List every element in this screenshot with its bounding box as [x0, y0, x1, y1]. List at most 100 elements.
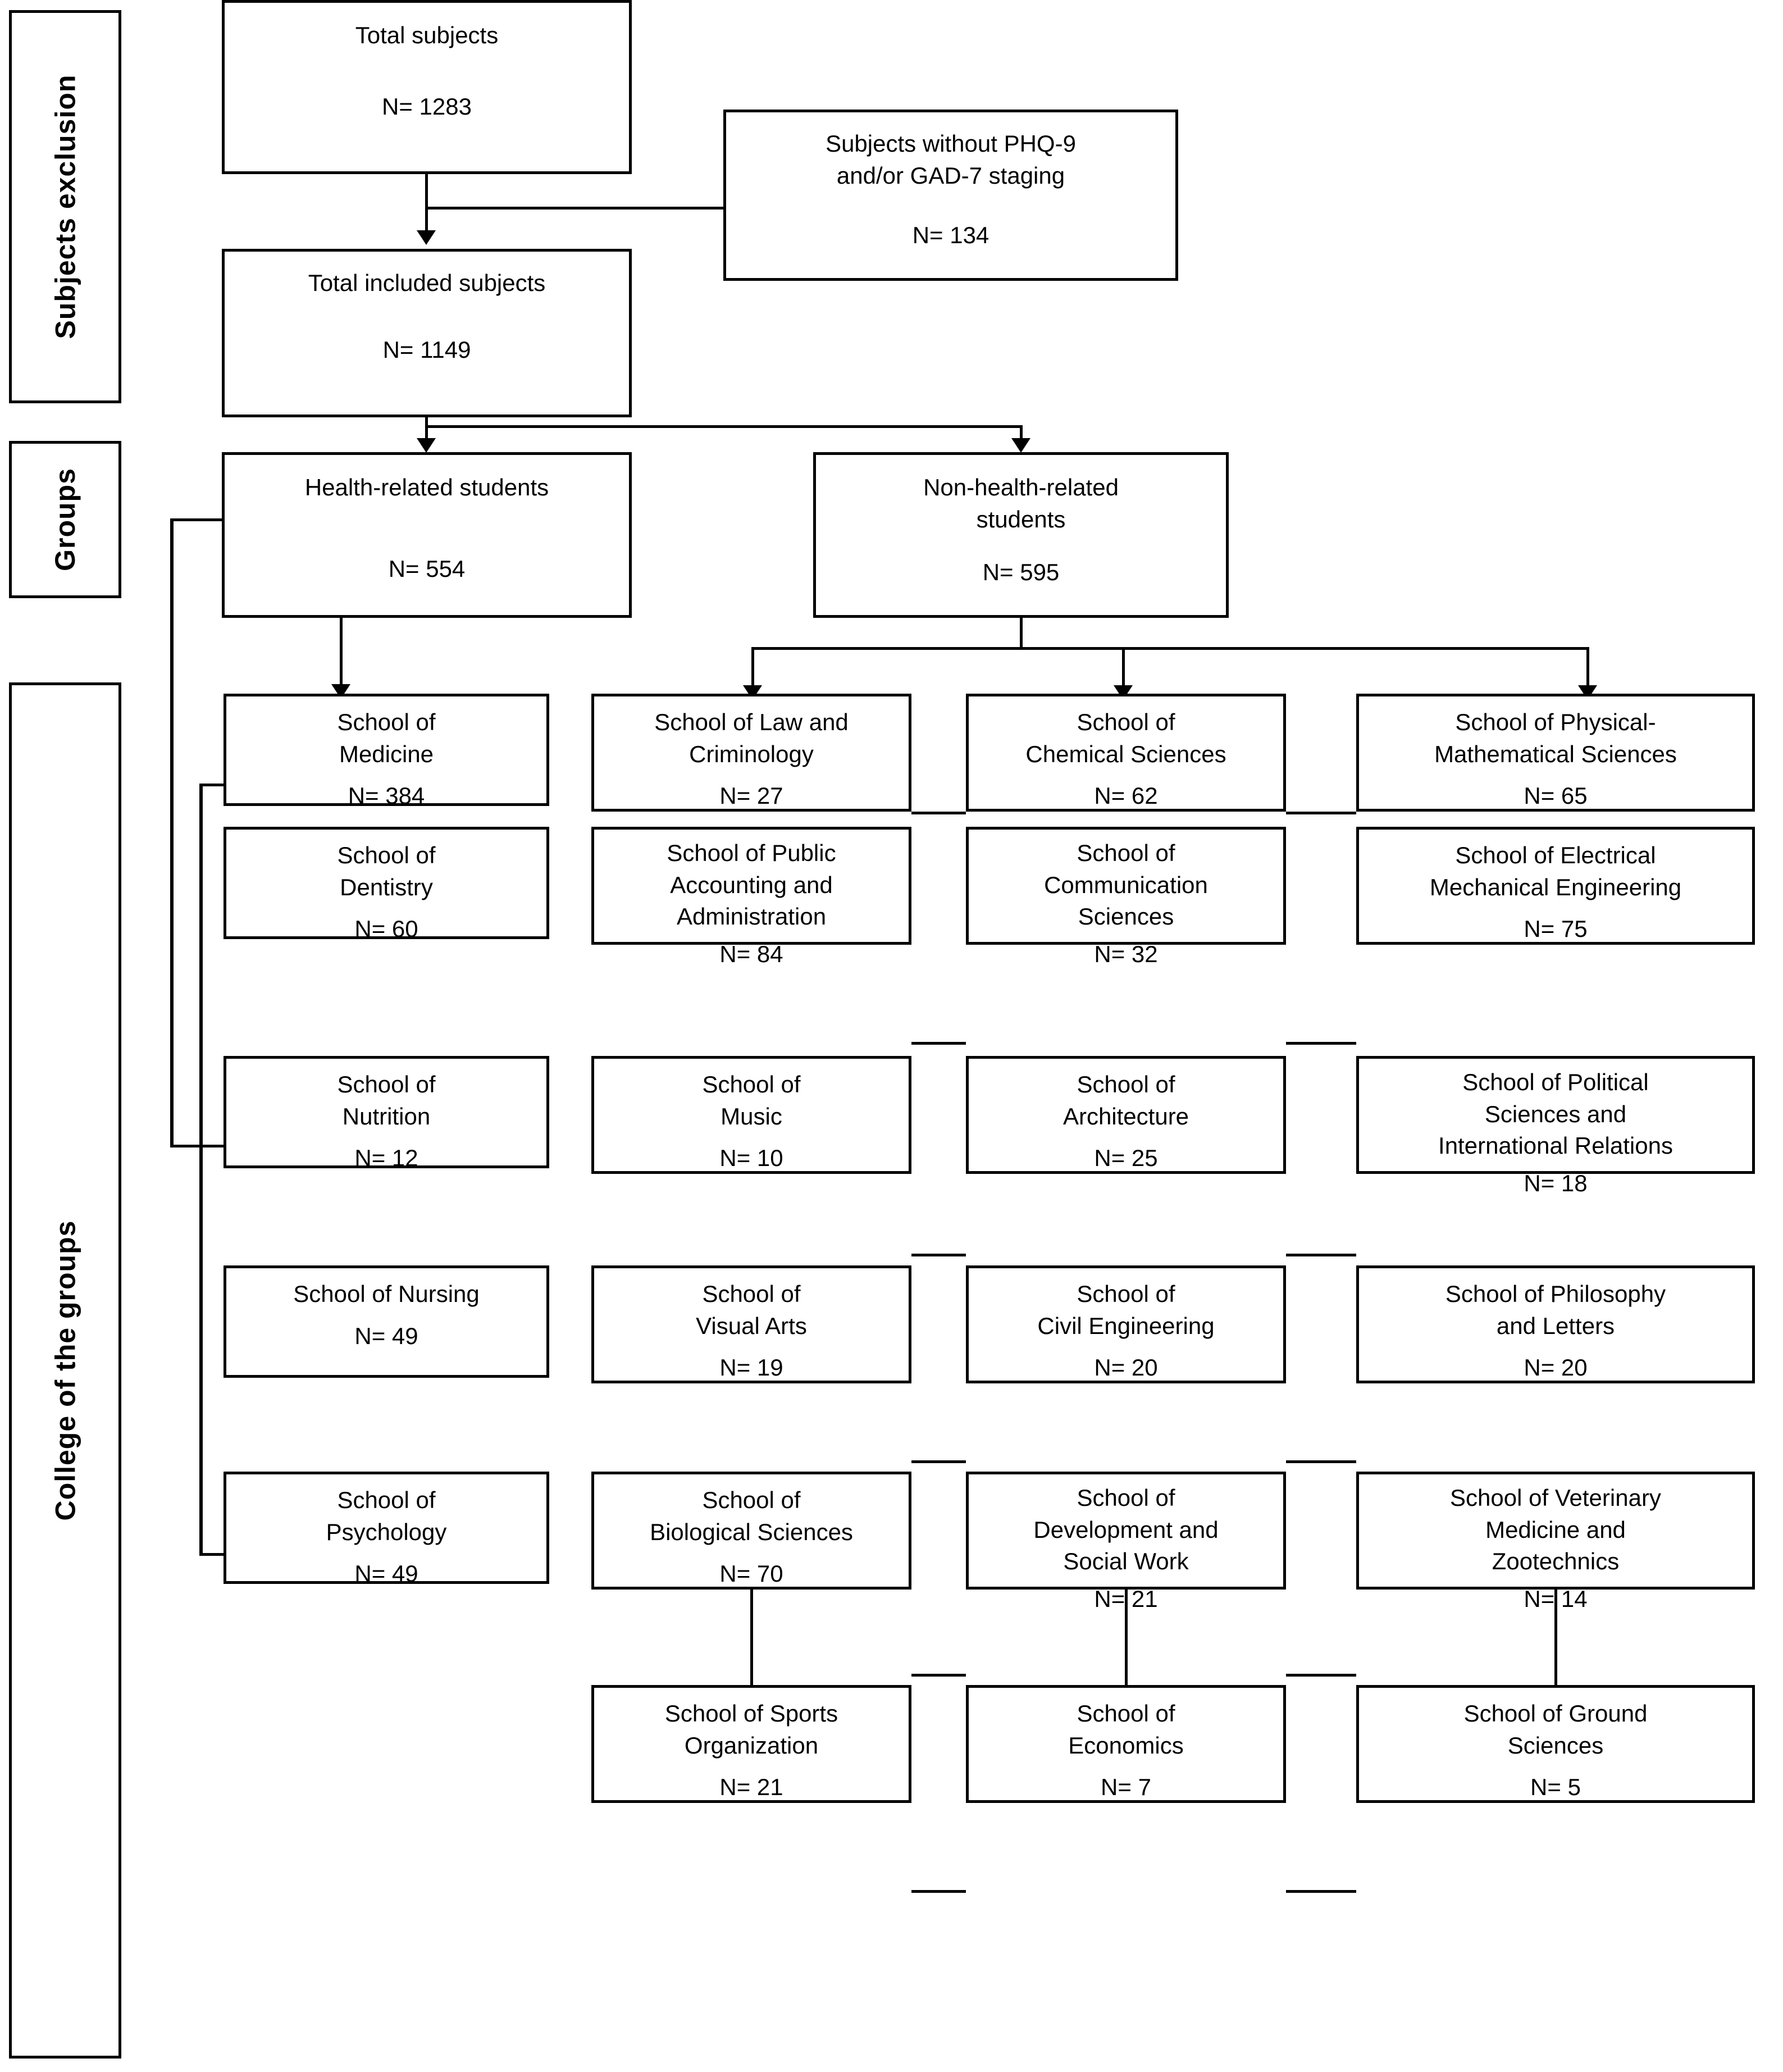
- node-count: N= 134: [912, 222, 989, 249]
- college-box-health-4: School of Psychology N= 49: [224, 1472, 549, 1587]
- college-title: School of Nursing: [293, 1281, 480, 1307]
- college-box-col3-0: School of Physical- Mathematical Science…: [1356, 694, 1755, 812]
- sidebar-label-college-of-the-groups: College of the groups: [9, 682, 121, 2059]
- connector-nonhealth-branch-1: [751, 647, 754, 692]
- arrowhead-health-group: [417, 438, 436, 453]
- college-box-col1-4: School of Biological Sciences N= 70: [591, 1472, 911, 1590]
- college-title: School of Law and Criminology: [654, 709, 849, 767]
- college-title: School of Chemical Sciences: [1025, 709, 1226, 767]
- college-box-health-2: School of Nutrition N= 12: [224, 1056, 549, 1171]
- college-count: N= 20: [1524, 1354, 1588, 1381]
- college-box-col2-1: School of Communication Sciences N= 32: [966, 827, 1286, 967]
- arrowhead-non-health-group: [1011, 438, 1030, 453]
- sidebar-label-text: College of the groups: [49, 1220, 81, 1521]
- link-vertical-col2-bottom: [1125, 1590, 1128, 1685]
- college-title: School of Psychology: [326, 1487, 447, 1545]
- sidebar-label-subjects-exclusion: Subjects exclusion: [9, 10, 121, 403]
- connector-excluded-horizontal: [425, 207, 726, 210]
- college-title: School of Philosophy and Letters: [1445, 1281, 1666, 1339]
- college-box-col3-1: School of Electrical Mechanical Engineer…: [1356, 827, 1755, 945]
- college-title: School of Development and Social Work: [1033, 1484, 1219, 1575]
- college-title: School of Nutrition: [337, 1071, 436, 1130]
- bracket-inner-bottom-stub: [199, 1553, 226, 1556]
- college-title: School of Communication Sciences: [1044, 840, 1208, 930]
- link-col1-col2-row3: [911, 1460, 966, 1463]
- college-title: School of Economics: [1068, 1700, 1184, 1759]
- connector-total-to-included: [425, 174, 428, 233]
- link-col2-col3-row2: [1286, 1254, 1356, 1256]
- link-col1-col2-row5: [911, 1890, 966, 1893]
- college-title: School of Physical- Mathematical Science…: [1434, 709, 1677, 767]
- connector-included-split-horizontal: [425, 425, 1023, 428]
- link-col2-col3-row0: [1286, 812, 1356, 814]
- college-box-col3-4: School of Veterinary Medicine and Zootec…: [1356, 1472, 1755, 1612]
- college-box-col2-0: School of Chemical Sciences N= 62: [966, 694, 1286, 812]
- sidebar-label-groups: Groups: [9, 441, 121, 598]
- college-count: N= 49: [354, 1560, 418, 1587]
- college-count: N= 70: [719, 1560, 783, 1587]
- node-count: N= 1283: [382, 93, 472, 120]
- college-count: N= 84: [719, 941, 783, 968]
- college-title: School of Medicine: [337, 709, 436, 767]
- college-title: School of Dentistry: [337, 842, 436, 900]
- node-title: Non-health-related students: [923, 474, 1119, 532]
- college-count: N= 60: [354, 916, 418, 942]
- college-count: N= 75: [1524, 916, 1588, 942]
- college-box-col2-5: School of Economics N= 7: [966, 1685, 1286, 1803]
- connector-nonhealth-branch-3: [1586, 647, 1589, 692]
- college-count: N= 19: [719, 1354, 783, 1381]
- node-excluded-subjects: Subjects without PHQ-9 and/or GAD-7 stag…: [723, 110, 1178, 281]
- college-title: School of Architecture: [1062, 1071, 1189, 1130]
- college-count: N= 20: [1094, 1354, 1158, 1381]
- arrowhead-to-included: [417, 230, 436, 245]
- college-title: School of Sports Organization: [664, 1700, 838, 1759]
- link-col2-col3-row4: [1286, 1674, 1356, 1677]
- node-count: N= 595: [982, 559, 1060, 586]
- college-box-health-1: School of Dentistry N= 60: [224, 827, 549, 942]
- node-non-health-related-students: Non-health-related students N= 595: [813, 452, 1229, 618]
- link-col1-col2-row2: [911, 1254, 966, 1256]
- college-count: N= 12: [354, 1145, 418, 1172]
- college-count: N= 7: [1101, 1774, 1151, 1801]
- college-title: School of Music: [702, 1071, 801, 1130]
- link-col1-col2-row1: [911, 1042, 966, 1045]
- college-box-col3-5: School of Ground Sciences N= 5: [1356, 1685, 1755, 1803]
- node-title: Total included subjects: [308, 270, 546, 296]
- node-health-related-students: Health-related students N= 554: [222, 452, 632, 618]
- college-title: School of Electrical Mechanical Engineer…: [1429, 842, 1682, 900]
- node-title: Total subjects: [355, 22, 499, 48]
- college-box-health-0: School of Medicine N= 384: [224, 694, 549, 809]
- college-count: N= 65: [1524, 782, 1588, 809]
- college-count: N= 10: [719, 1145, 783, 1172]
- college-title: School of Ground Sciences: [1463, 1700, 1648, 1759]
- college-count: N= 49: [354, 1322, 418, 1349]
- college-count: N= 62: [1094, 782, 1158, 809]
- college-title: School of Biological Sciences: [650, 1487, 853, 1545]
- college-box-col1-0: School of Law and Criminology N= 27: [591, 694, 911, 812]
- college-box-col1-3: School of Visual Arts N= 19: [591, 1265, 911, 1383]
- link-vertical-col1-bottom: [750, 1590, 753, 1685]
- node-total-included-subjects: Total included subjects N= 1149: [222, 249, 632, 417]
- college-title: School of Political Sciences and Interna…: [1438, 1069, 1673, 1159]
- sidebar-label-text: Groups: [49, 468, 81, 571]
- college-title: School of Veterinary Medicine and Zootec…: [1450, 1484, 1661, 1575]
- link-col2-col3-row3: [1286, 1460, 1356, 1463]
- link-vertical-col3-bottom: [1554, 1590, 1557, 1685]
- college-box-col2-3: School of Civil Engineering N= 20: [966, 1265, 1286, 1383]
- college-count: N= 25: [1094, 1145, 1158, 1172]
- college-box-col1-5: School of Sports Organization N= 21: [591, 1685, 911, 1803]
- college-count: N= 5: [1530, 1774, 1581, 1801]
- college-title: School of Civil Engineering: [1037, 1281, 1215, 1339]
- node-total-subjects: Total subjects N= 1283: [222, 0, 632, 174]
- node-count: N= 1149: [382, 336, 471, 363]
- sidebar-label-text: Subjects exclusion: [49, 74, 81, 339]
- link-col1-col2-row0: [911, 812, 966, 814]
- link-col1-col2-row4: [911, 1674, 966, 1677]
- connector-nonhealth-bus: [751, 647, 1589, 650]
- college-count: N= 27: [719, 782, 783, 809]
- connector-split-right-down: [1020, 425, 1023, 445]
- college-box-col3-3: School of Philosophy and Letters N= 20: [1356, 1265, 1755, 1383]
- bracket-inner-top-stub: [199, 784, 226, 786]
- bracket-outer-vertical: [170, 518, 174, 1147]
